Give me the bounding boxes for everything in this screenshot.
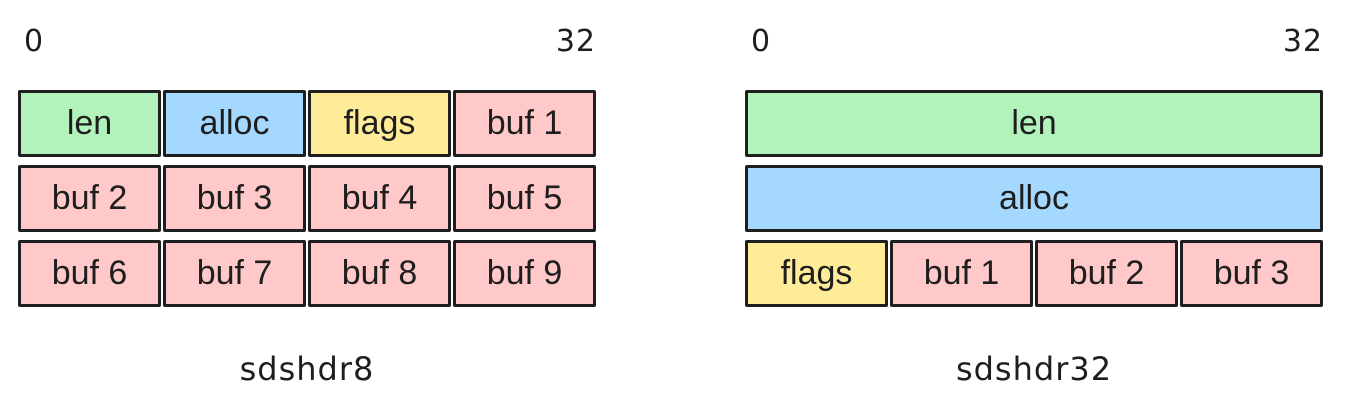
field-buf-6: buf 6 <box>18 240 161 307</box>
field-buf-1: buf 1 <box>890 240 1033 307</box>
field-buf-1: buf 1 <box>453 90 596 157</box>
axis-start-label: 0 <box>751 24 772 59</box>
field-buf-3: buf 3 <box>163 165 306 232</box>
diagram-caption: sdshdr8 <box>239 350 375 388</box>
field-flags: flags <box>745 240 888 307</box>
field-len: len <box>745 90 1323 157</box>
word-row: len <box>745 90 1323 157</box>
field-buf-7: buf 7 <box>163 240 306 307</box>
field-buf-3: buf 3 <box>1180 240 1323 307</box>
field-flags: flags <box>308 90 451 157</box>
field-alloc: alloc <box>163 90 306 157</box>
field-buf-2: buf 2 <box>1035 240 1178 307</box>
axis-end-label: 32 <box>1282 24 1323 59</box>
field-buf-8: buf 8 <box>308 240 451 307</box>
field-buf-9: buf 9 <box>453 240 596 307</box>
diagram-caption: sdshdr32 <box>955 350 1113 388</box>
axis-start-label: 0 <box>24 24 45 59</box>
field-buf-4: buf 4 <box>308 165 451 232</box>
field-buf-5: buf 5 <box>453 165 596 232</box>
word-row: alloc <box>745 165 1323 232</box>
field-len: len <box>18 90 161 157</box>
field-buf-2: buf 2 <box>18 165 161 232</box>
axis-end-label: 32 <box>555 24 596 59</box>
field-alloc: alloc <box>745 165 1323 232</box>
